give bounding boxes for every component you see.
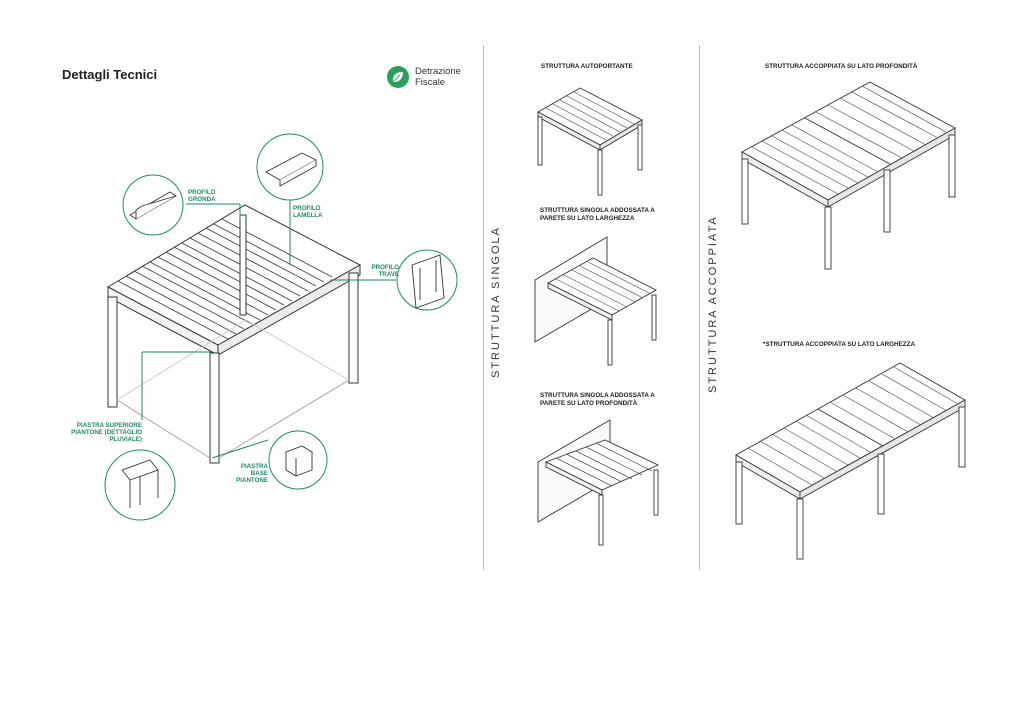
singola-drawings <box>534 87 660 546</box>
leaf-icon <box>387 66 409 88</box>
divider-right <box>699 45 700 570</box>
callout-profilo-gronda: PROFILO GRONDA <box>188 189 216 203</box>
callout-profilo-lamella: PROFILO LAMELLA <box>293 205 323 219</box>
fiscal-badge: Detrazione Fiscale <box>387 66 477 94</box>
page-title: Dettagli Tecnici <box>62 67 158 82</box>
label-addossata-profondita: STRUTTURA SINGOLA ADDOSSATA A PARETE SU … <box>540 392 655 407</box>
callout-piastra-superiore: PIASTRA SUPERIORE PIANTONE (DETTAGLIO PL… <box>71 422 142 443</box>
label-addossata-larghezza: STRUTTURA SINGOLA ADDOSSATA A PARETE SU … <box>540 207 655 222</box>
badge-label: Detrazione Fiscale <box>415 66 461 88</box>
label-struttura-accoppiata: STRUTTURA ACCOPPIATA <box>707 215 719 393</box>
callout-profilo-trave: PROFILO TRAVE <box>371 264 400 278</box>
accoppiata-drawings <box>735 81 966 560</box>
callout-piastra-base: PIASTRA BASE PIANTONE <box>236 463 268 484</box>
label-autoportante: STRUTTURA AUTOPORTANTE <box>541 63 633 70</box>
label-accoppiata-larghezza: *STRUTTURA ACCOPPIATA SU LATO LARGHEZZA <box>763 341 916 348</box>
divider-left <box>483 45 484 570</box>
main-pergola-drawing <box>104 133 458 521</box>
label-struttura-singola: STRUTTURA SINGOLA <box>490 226 502 378</box>
label-accoppiata-profondita: STRUTTURA ACCOPPIATA SU LATO PROFONDITÀ <box>765 63 918 70</box>
